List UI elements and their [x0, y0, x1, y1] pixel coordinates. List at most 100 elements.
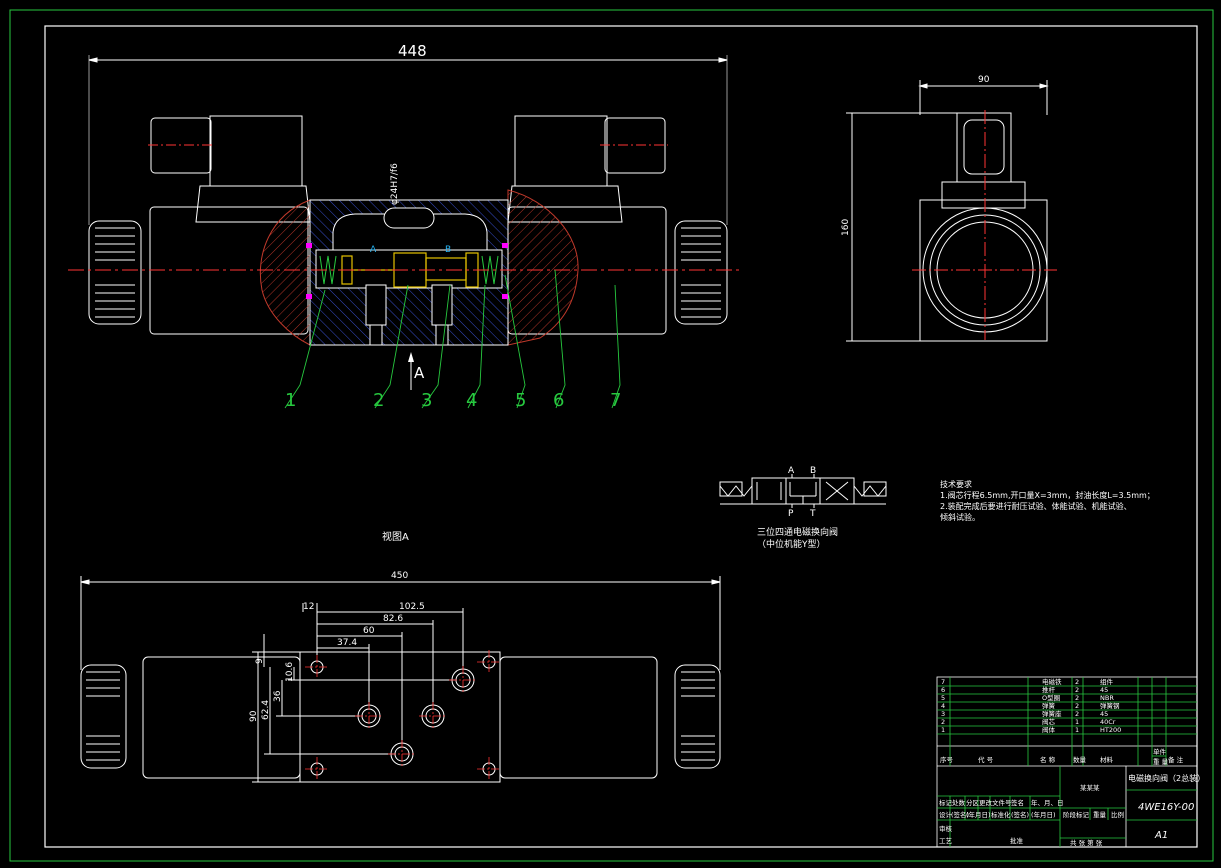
bom-name: 弹簧座 — [1042, 709, 1062, 718]
bom-header-no: 序号 — [940, 755, 954, 764]
bom-qty: 2 — [1075, 678, 1079, 686]
dim-60: 60 — [363, 626, 375, 636]
symbol-port-b: B — [810, 466, 816, 476]
bom-material: 组件 — [1100, 677, 1114, 686]
tb-stage-scale: 比例 — [1111, 810, 1124, 819]
bom-no: 5 — [941, 694, 945, 702]
symbol-caption-line2: （中位机能Y型） — [757, 538, 826, 550]
bom-no: 1 — [941, 726, 945, 734]
tb-row2-col2: (签名) — [951, 810, 969, 819]
tb-row1-col4: 更改文件号 — [979, 798, 1012, 807]
tb-row2-col3: (年月日) — [966, 810, 991, 819]
symbol-port-a: A — [788, 466, 795, 476]
symbol-port-t: T — [809, 509, 816, 519]
tb-row1-col5: 签名 — [1011, 798, 1024, 807]
dim-82-6: 82.6 — [383, 614, 403, 624]
port-p-cavity — [369, 324, 383, 346]
dim-height: 160 — [841, 219, 851, 236]
magenta-seals — [306, 243, 508, 299]
bom-header-weight: 重 量 — [1153, 758, 1169, 766]
tb-check: 审核 — [939, 824, 953, 833]
callout-1: 1 — [285, 390, 296, 411]
view-a-label: 视图A — [382, 530, 409, 543]
dim-102-5: 102.5 — [399, 602, 425, 612]
tb-process: 工艺 — [939, 837, 953, 845]
symbol-port-p: P — [788, 509, 794, 519]
tb-row1-col2: 处数 — [952, 798, 966, 807]
arrow-label-a: A — [414, 364, 425, 382]
bom-name: 阀芯 — [1042, 717, 1056, 726]
callout-5: 5 — [515, 390, 526, 411]
tb-stage-mark: 阶段标记 — [1063, 810, 1090, 819]
callout-7: 7 — [610, 390, 621, 411]
bom-qty: 2 — [1075, 710, 1079, 718]
callout-3: 3 — [421, 390, 432, 411]
left-section-hatch — [259, 199, 311, 346]
bom-qty: 1 — [1075, 718, 1079, 726]
bom-no: 6 — [941, 686, 945, 694]
bom-table: 7 电磁铁 2 组件 6 推杆 2 45 5 O型圈 2 NBR 4 弹簧 2 … — [940, 677, 1184, 766]
drawing-title: 电磁换向阀（2总装） — [1128, 773, 1205, 783]
bom-name: 电磁铁 — [1042, 677, 1062, 686]
dim-37-4: 37.4 — [337, 638, 357, 648]
dim-width: 90 — [978, 75, 990, 85]
title-block-lines — [936, 676, 1198, 848]
callout-2: 2 — [373, 390, 384, 411]
bom-no: 3 — [941, 710, 945, 718]
bom-no: 2 — [941, 718, 945, 726]
tb-row2-col1: 设计 — [939, 810, 953, 819]
callout-6: 6 — [553, 390, 564, 411]
view-a-centerlines — [305, 650, 501, 781]
tb-row1-col1: 标记 — [939, 798, 953, 807]
dim-v-62-4: 62.4 — [261, 700, 271, 720]
tb-approve: 批准 — [1010, 836, 1024, 845]
bom-material: 45 — [1100, 686, 1108, 694]
bom-header-material: 材料 — [1100, 755, 1114, 764]
dim-v-90: 90 — [249, 710, 259, 722]
bom-name: 阀体 — [1042, 725, 1056, 734]
section-port-a: A — [370, 245, 377, 255]
bom-no: 4 — [941, 702, 945, 710]
bom-header-code: 代 号 — [978, 755, 994, 764]
bom-name: O型圈 — [1042, 693, 1060, 702]
dim-fit: φ24H7/f6 — [390, 163, 400, 205]
bom-qty: 1 — [1075, 726, 1079, 734]
springs — [319, 255, 499, 285]
tb-row1-col6: 年、月、日 — [1031, 798, 1064, 807]
outer-frame — [9, 9, 1214, 862]
tech-req-title: 技术要求 — [940, 479, 972, 489]
tb-row2-col6: (年月日) — [1031, 810, 1056, 819]
bom-material: 45 — [1100, 710, 1108, 718]
callout-4: 4 — [466, 390, 477, 411]
tech-req-line1: 1.阀芯行程6.5mm,开口量X=3mm，封油长度L=3.5mm； — [940, 490, 1155, 500]
inner-frame — [44, 25, 1198, 848]
tech-req-line3: 倾斜试验。 — [940, 512, 980, 522]
bom-qty: 2 — [1075, 686, 1079, 694]
sheet-size: A1 — [1154, 830, 1168, 841]
dim-view-overall: 450 — [391, 571, 408, 581]
bom-header-qty: 数量 — [1073, 755, 1087, 764]
symbol-caption-line1: 三位四通电磁换向阀 — [757, 526, 838, 538]
dim-12: 12 — [303, 602, 314, 612]
upper-drill — [383, 207, 435, 229]
bom-name: 弹簧 — [1042, 701, 1056, 710]
right-section-hatch — [507, 189, 579, 346]
bom-header-single: 单件 — [1153, 747, 1167, 756]
bom-material: 40Cr — [1100, 718, 1116, 726]
dim-overall-length: 448 — [398, 42, 427, 60]
company-name: 某某某 — [1080, 784, 1100, 792]
hydraulic-symbol — [719, 474, 887, 508]
dim-v-10-6: 10.6 — [285, 662, 295, 682]
bom-material: 弹簧钢 — [1100, 701, 1120, 710]
dim-v-36: 36 — [273, 690, 283, 702]
bom-no: 7 — [941, 678, 945, 686]
tb-row2-col4: 标准化 — [991, 810, 1011, 819]
dim-v-9: 9 — [255, 658, 265, 664]
tb-stage-weight: 重量 — [1093, 811, 1107, 819]
view-arrowhead-a — [408, 352, 414, 362]
callout-leaders — [284, 269, 621, 409]
tb-row1-col3: 分区 — [966, 798, 980, 807]
bom-name: 推杆 — [1042, 685, 1056, 694]
